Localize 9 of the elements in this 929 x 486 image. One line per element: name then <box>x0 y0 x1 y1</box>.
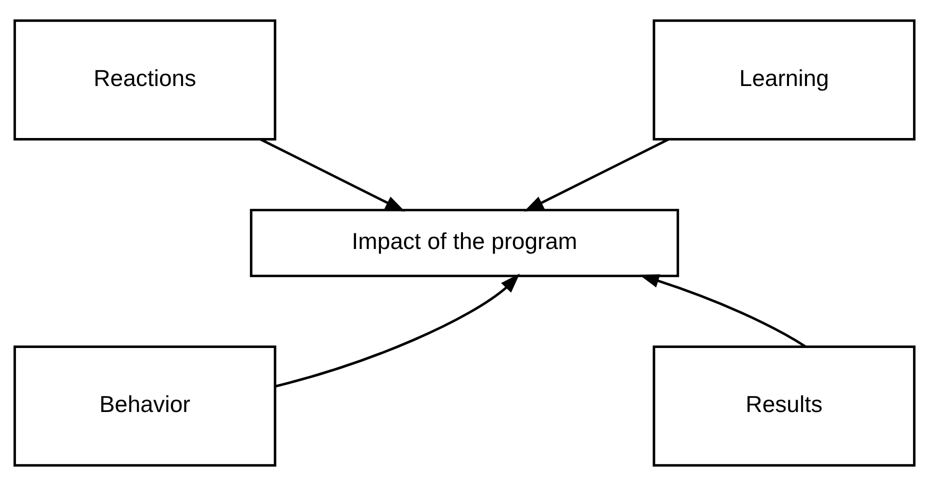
node-box: Behavior <box>14 346 276 467</box>
arrow <box>639 274 806 348</box>
arrow <box>524 138 670 212</box>
node-box: Impact of the program <box>250 208 680 278</box>
node-box: Reactions <box>14 19 276 140</box>
arrow <box>260 138 406 212</box>
arrow <box>274 274 520 388</box>
node-box: Results <box>652 346 916 467</box>
node-box: Learning <box>652 19 916 140</box>
